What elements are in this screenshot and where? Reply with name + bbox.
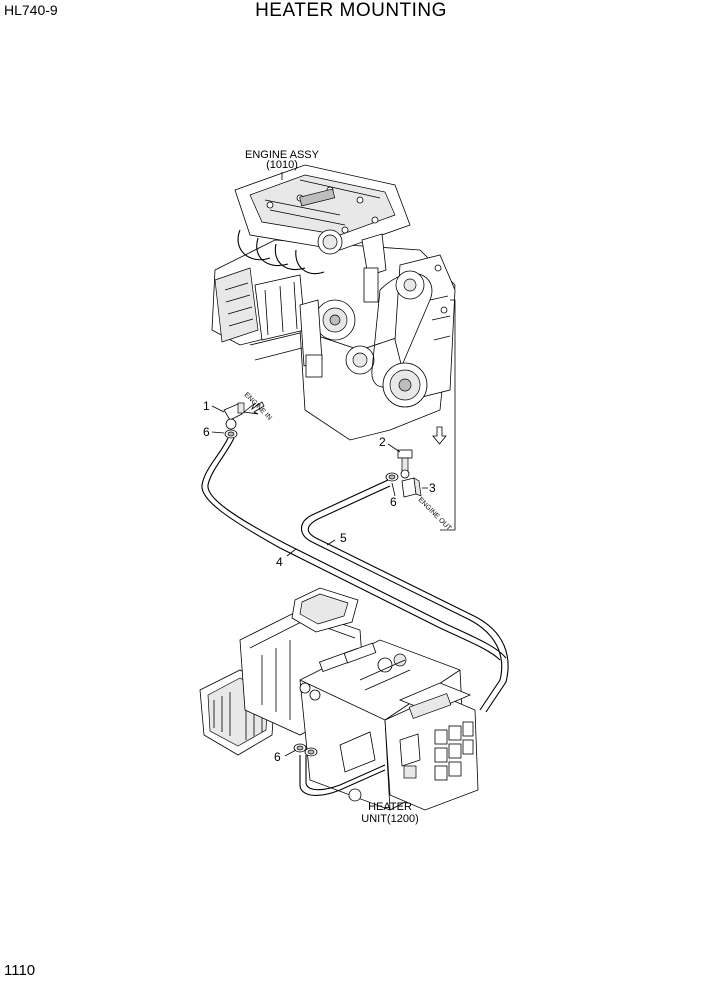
callout-5: 5 [340,531,347,545]
connector-part-3 [401,477,422,498]
engine-assembly [211,164,456,441]
callout-2: 2 [379,435,386,449]
page-number: 1110 [4,962,36,979]
callout-3: 3 [429,481,436,495]
engine-in-label: ENGINE IN [243,391,273,421]
valve-part-1 [223,402,245,430]
heater-unit [199,587,479,811]
engine-assy-label: ENGINE ASSY [245,149,320,161]
valve-part-2 [397,449,413,479]
hose-part-4 [201,437,507,661]
callout-6-top: 6 [203,425,210,439]
page-title: HEATER MOUNTING [255,0,447,21]
hose-clamp-6-engine-in [224,429,238,439]
heater-unit-number: UNIT(1200) [361,813,418,825]
hose-clamp-6-engine-out [385,472,399,482]
callout-6-heater: 6 [274,750,281,764]
engine-assy-number: (1010) [266,159,298,171]
engine-out-label: ENGINE OUT [417,496,453,532]
heater-unit-label: HEATER [368,801,412,813]
model-number: HL740-9 [4,2,58,18]
callout-1: 1 [203,399,210,413]
callout-4: 4 [276,555,283,569]
hose-clamp-6-heater [293,743,318,757]
engine-in-arrow [243,401,265,415]
hose-part-5 [300,479,509,713]
engine-out-arrow [432,426,447,445]
callout-6-right: 6 [390,495,397,509]
